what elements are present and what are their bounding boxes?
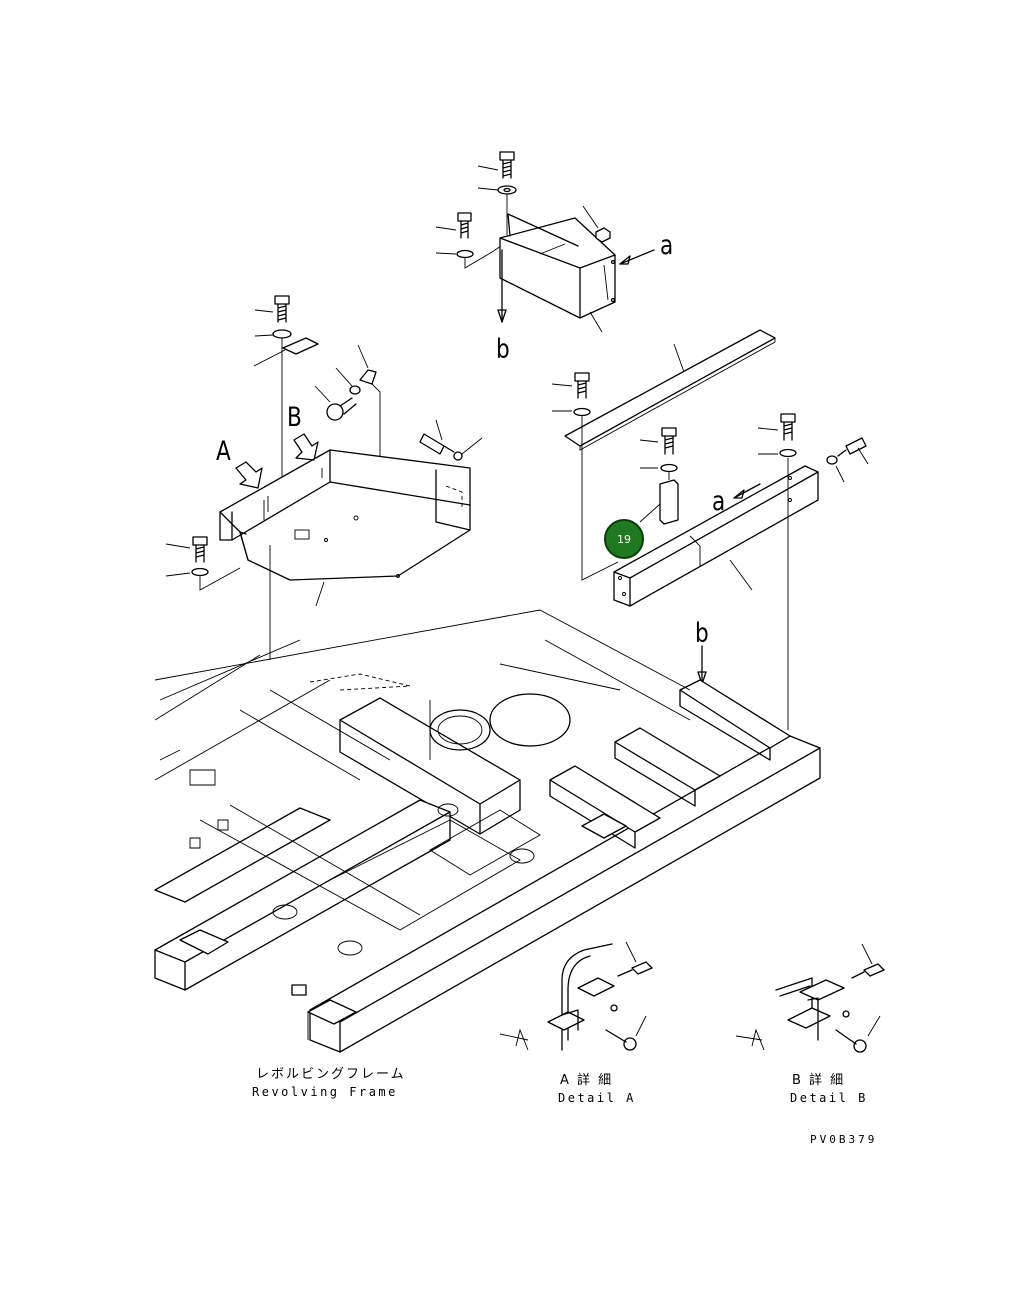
revolving-frame [154, 609, 821, 1053]
left-cover-assembly [165, 295, 483, 660]
view-arrow-label-b: B [287, 402, 302, 433]
reference-label-a-top: a [660, 230, 674, 261]
reference-label-b-right: b [695, 618, 709, 649]
part-callout-19[interactable]: 19 [604, 519, 644, 559]
drawing-number: PV0B379 [810, 1133, 878, 1146]
revolving-frame-caption-en: Revolving Frame [252, 1085, 398, 1099]
reference-label-a-right: a [712, 486, 726, 517]
right-guard-assembly [551, 329, 869, 730]
detail-b-caption-en: Detail B [790, 1091, 868, 1105]
detail-a-caption-en: Detail A [558, 1091, 636, 1105]
view-arrow-label-a: A [216, 436, 231, 467]
reference-label-b-top: b [496, 334, 510, 365]
part-callout-number: 19 [617, 532, 631, 546]
detail-b-caption-jp: B 詳 細 [792, 1073, 846, 1088]
top-box-cover [435, 151, 655, 333]
detail-a-drawing [499, 941, 653, 1051]
detail-a-caption-jp: A 詳 細 [560, 1073, 614, 1088]
detail-b-drawing [735, 943, 885, 1053]
revolving-frame-caption-jp: レボルビングフレーム [256, 1067, 406, 1082]
